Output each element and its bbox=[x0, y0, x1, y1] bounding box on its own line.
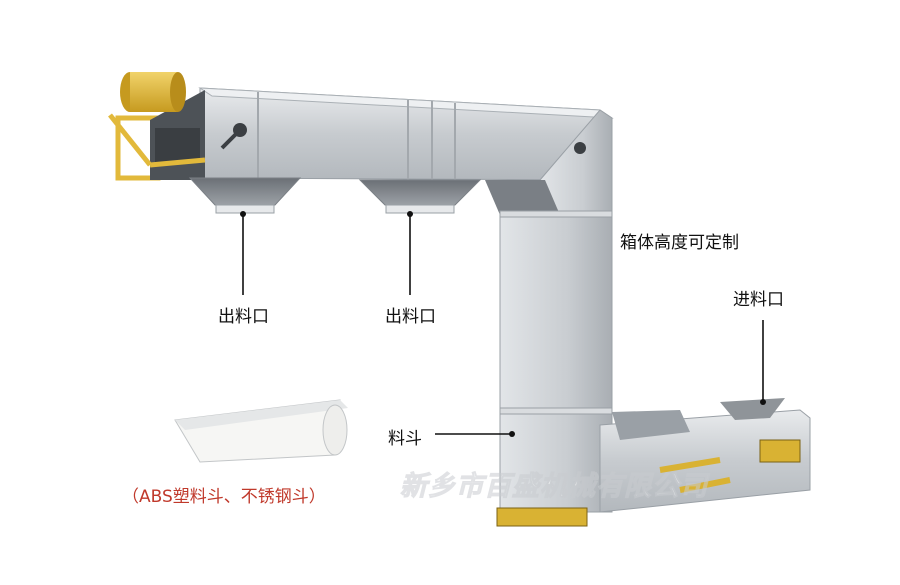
bottom-horizontal-section bbox=[496, 398, 811, 527]
outlet-label-1: 出料口 bbox=[218, 307, 269, 327]
drive-unit bbox=[108, 72, 586, 181]
vertical-casing bbox=[499, 210, 613, 513]
outlet-hoppers bbox=[188, 177, 560, 215]
outlet-label-2: 出料口 bbox=[385, 307, 436, 327]
top-horizontal-section bbox=[198, 87, 614, 216]
inlet-label: 进料口 bbox=[733, 290, 784, 310]
bucket-label: 料斗 bbox=[388, 429, 422, 449]
box-height-label: 箱体高度可定制 bbox=[620, 233, 739, 253]
company-watermark: 新乡市百盛机械有限公司 bbox=[400, 471, 708, 503]
callout-lines bbox=[240, 211, 766, 437]
plastic-bucket bbox=[174, 399, 348, 463]
bucket-material-caption: （ABS塑料斗、不锈钢斗） bbox=[122, 487, 326, 507]
